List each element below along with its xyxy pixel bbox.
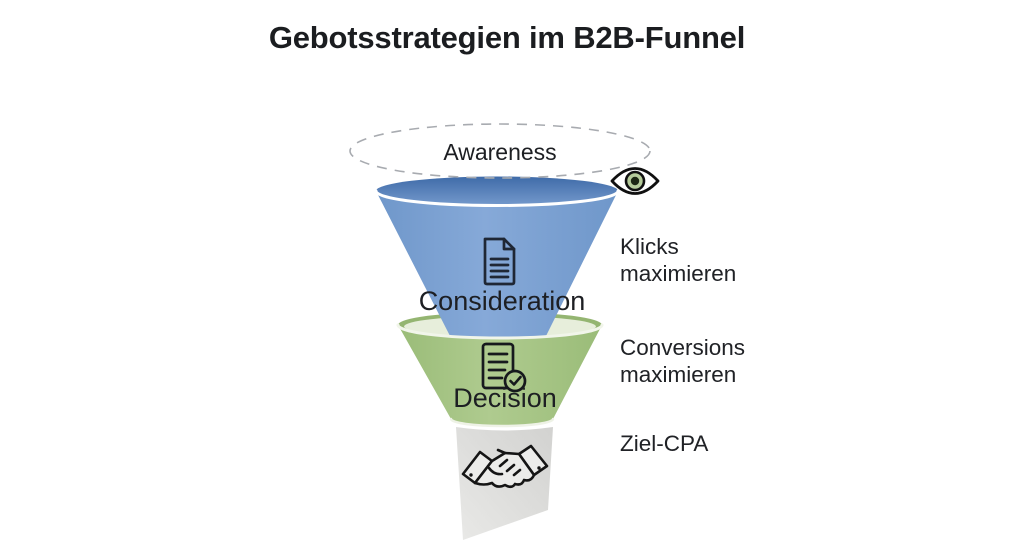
eye-icon [610, 167, 660, 195]
blue-front-lip-highlight [374, 189, 620, 207]
green-bottom-lip-highlight [449, 417, 555, 428]
strategy-label-ziel-cpa: Ziel-CPA [620, 431, 709, 456]
strategy-label-conversions-maximieren: Conversions maximieren [620, 335, 746, 388]
stage-label-awareness: Awareness [443, 139, 557, 165]
awareness-dashed-ellipse [349, 123, 651, 179]
handshake-icon [461, 444, 549, 489]
checklist-check-icon [481, 342, 527, 393]
funnel-stage-decision-body [398, 325, 602, 426]
stage-label-decision: Decision [453, 383, 557, 413]
document-icon [483, 237, 516, 286]
green-front-lip-highlight [396, 323, 604, 340]
funnel-stage-consideration-shape [376, 176, 618, 206]
strategy-label-klicks-maximieren: Klicks maximieren [620, 234, 737, 287]
page-title: Gebotsstrategien im B2B-Funnel [268, 20, 746, 55]
stage-label-consideration: Consideration [418, 286, 586, 316]
